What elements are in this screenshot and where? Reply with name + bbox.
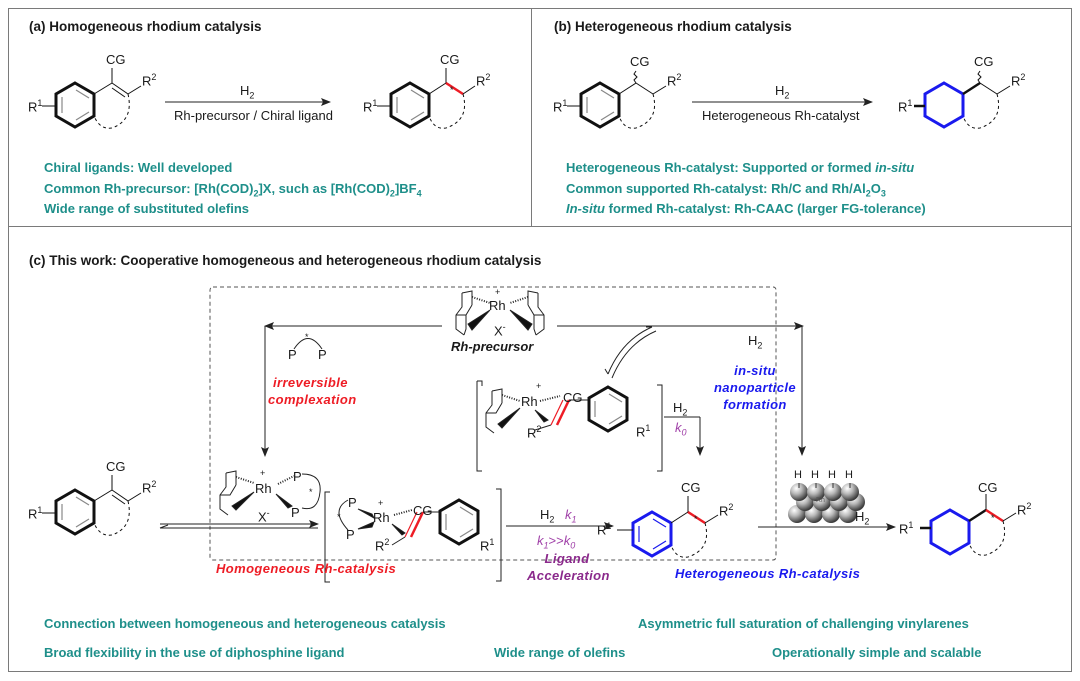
k1-step-h2: H2 <box>540 507 555 525</box>
hetero-stereocenter: * <box>694 514 698 524</box>
cod-complex-p-bottom: P <box>291 505 300 520</box>
panel-c-note-connection: Connection between homogeneous and heter… <box>44 616 446 631</box>
panel-c-note-flexibility: Broad flexibility in the use of diphosph… <box>44 645 345 660</box>
pp-intermediate-p-bottom: P <box>346 527 355 542</box>
final-product-r2: R2 <box>1017 501 1032 518</box>
k0-step-h2: H2 <box>673 400 688 418</box>
panel-a-title: (a) Homogeneous rhodium catalysis <box>29 19 262 34</box>
k0-label: k0 <box>675 420 687 438</box>
panel-c-substrate-r2: R2 <box>142 479 157 496</box>
panel-b-note-3: In-situ formed Rh-catalyst: Rh-CAAC (lar… <box>566 201 926 216</box>
panel-b-arrow-conditions: Heterogeneous Rh-catalyst <box>702 108 860 123</box>
panel-a-note-2: Common Rh-precursor: [Rh(COD)2]X, such a… <box>44 181 422 199</box>
rh-precursor-charge: + <box>495 287 501 297</box>
pp-intermediate-star: * <box>337 512 341 522</box>
rh-precursor-counterion: X- <box>494 322 506 339</box>
panel-a-product-r2: R2 <box>476 72 491 89</box>
pp-intermediate-charge: + <box>378 498 384 508</box>
rh-precursor-label: Rh-precursor <box>451 339 534 354</box>
in-situ-nanoparticle-label: in-situ nanoparticle formation <box>713 363 797 412</box>
intermediate-rh: Rh <box>521 394 538 409</box>
panel-a-product-r1: R1 <box>363 98 378 115</box>
panel-a-arrow-reagent: H2 <box>240 83 255 101</box>
np-h-4: H <box>845 469 853 481</box>
panel-b-title: (b) Heterogeneous rhodium catalysis <box>554 19 792 34</box>
irreversible-label: irreversible <box>273 375 348 390</box>
panel-c-note-scalable: Operationally simple and scalable <box>772 645 982 660</box>
homogeneous-catalysis-label: Homogeneous Rh-catalysis <box>216 561 397 576</box>
np-h-3: H <box>828 469 836 481</box>
k1-label: k1 <box>565 507 577 525</box>
panel-a-substrate-r2: R2 <box>142 72 157 89</box>
panel-b-substrate-r2: R2 <box>667 72 682 89</box>
final-product-cg: CG <box>978 480 998 495</box>
final-stereocenter: * <box>991 513 995 523</box>
panel-a-product-cg: CG <box>440 52 460 67</box>
panel-b-arrow-reagent: H2 <box>775 83 790 101</box>
panel-c-note-saturation: Asymmetric full saturation of challengin… <box>638 616 969 631</box>
k-relation: k1>>k0 <box>537 533 576 551</box>
h2-nanoparticle-branch: H2 <box>748 333 763 351</box>
ligand-p-left: P <box>288 347 297 362</box>
ligand-p-right: P <box>318 347 327 362</box>
intermediate-charge: + <box>536 381 542 391</box>
panel-c-title: (c) This work: Cooperative homogeneous a… <box>29 253 542 268</box>
cod-complex-counterion: X- <box>258 508 270 525</box>
panel-a-substrate-cg: CG <box>106 52 126 67</box>
panel-c-this-work <box>8 226 1072 672</box>
np-center-rh: Rh <box>816 497 825 504</box>
ligand-chiral-star: * <box>305 332 309 342</box>
np-arrow-h2: H2 <box>855 509 870 527</box>
rh-precursor-rh: Rh <box>489 298 506 313</box>
panel-b-product-r1: R1 <box>898 98 913 115</box>
stereocenter-mark: * <box>450 85 454 95</box>
cod-complex-star: * <box>309 487 313 497</box>
heterogeneous-catalysis-label: Heterogeneous Rh-catalysis <box>675 566 861 581</box>
hetero-intermediate-r1: R1 <box>597 521 612 538</box>
pp-intermediate-p-top: P <box>348 495 357 510</box>
pp-intermediate-cg: CG <box>413 503 433 518</box>
panel-a-note-3: Wide range of substituted olefins <box>44 201 250 216</box>
cod-complex-p-top: P <box>293 469 302 484</box>
np-h-2: H <box>811 469 819 481</box>
panel-a-note-1: Chiral ligands: Well developed <box>44 160 233 175</box>
panel-b-note-2: Common supported Rh-catalyst: Rh/C and R… <box>566 181 886 199</box>
panel-b-substrate-cg: CG <box>630 54 650 69</box>
panel-a-arrow-conditions: Rh-precursor / Chiral ligand <box>174 108 333 123</box>
pp-intermediate-rh: Rh <box>373 510 390 525</box>
intermediate-r2: R2 <box>527 424 542 441</box>
np-h-1: H <box>794 469 802 481</box>
panel-a-substrate-r1: R1 <box>28 98 43 115</box>
ligand-acceleration-label: Ligand Acceleration <box>527 551 610 583</box>
panel-c-substrate-r1: R1 <box>28 505 43 522</box>
cod-complex-rh: Rh <box>255 481 272 496</box>
hetero-intermediate-r2: R2 <box>719 502 734 519</box>
complexation-label: complexation <box>268 392 357 407</box>
panel-b-substrate-r1: R1 <box>553 98 568 115</box>
intermediate-r1: R1 <box>636 423 651 440</box>
panel-c-substrate-cg: CG <box>106 459 126 474</box>
panel-b-note-1: Heterogeneous Rh-catalyst: Supported or … <box>566 160 915 175</box>
intermediate-cg: CG <box>563 390 583 405</box>
pp-intermediate-r2: R2 <box>375 537 390 554</box>
panel-b-product-cg: CG <box>974 54 994 69</box>
hetero-intermediate-cg: CG <box>681 480 701 495</box>
final-product-r1: R1 <box>899 520 914 537</box>
panel-b-product-r2: R2 <box>1011 72 1026 89</box>
panel-c-note-olefins: Wide range of olefins <box>494 645 626 660</box>
cod-complex-charge: + <box>260 468 266 478</box>
pp-intermediate-r1: R1 <box>480 537 495 554</box>
